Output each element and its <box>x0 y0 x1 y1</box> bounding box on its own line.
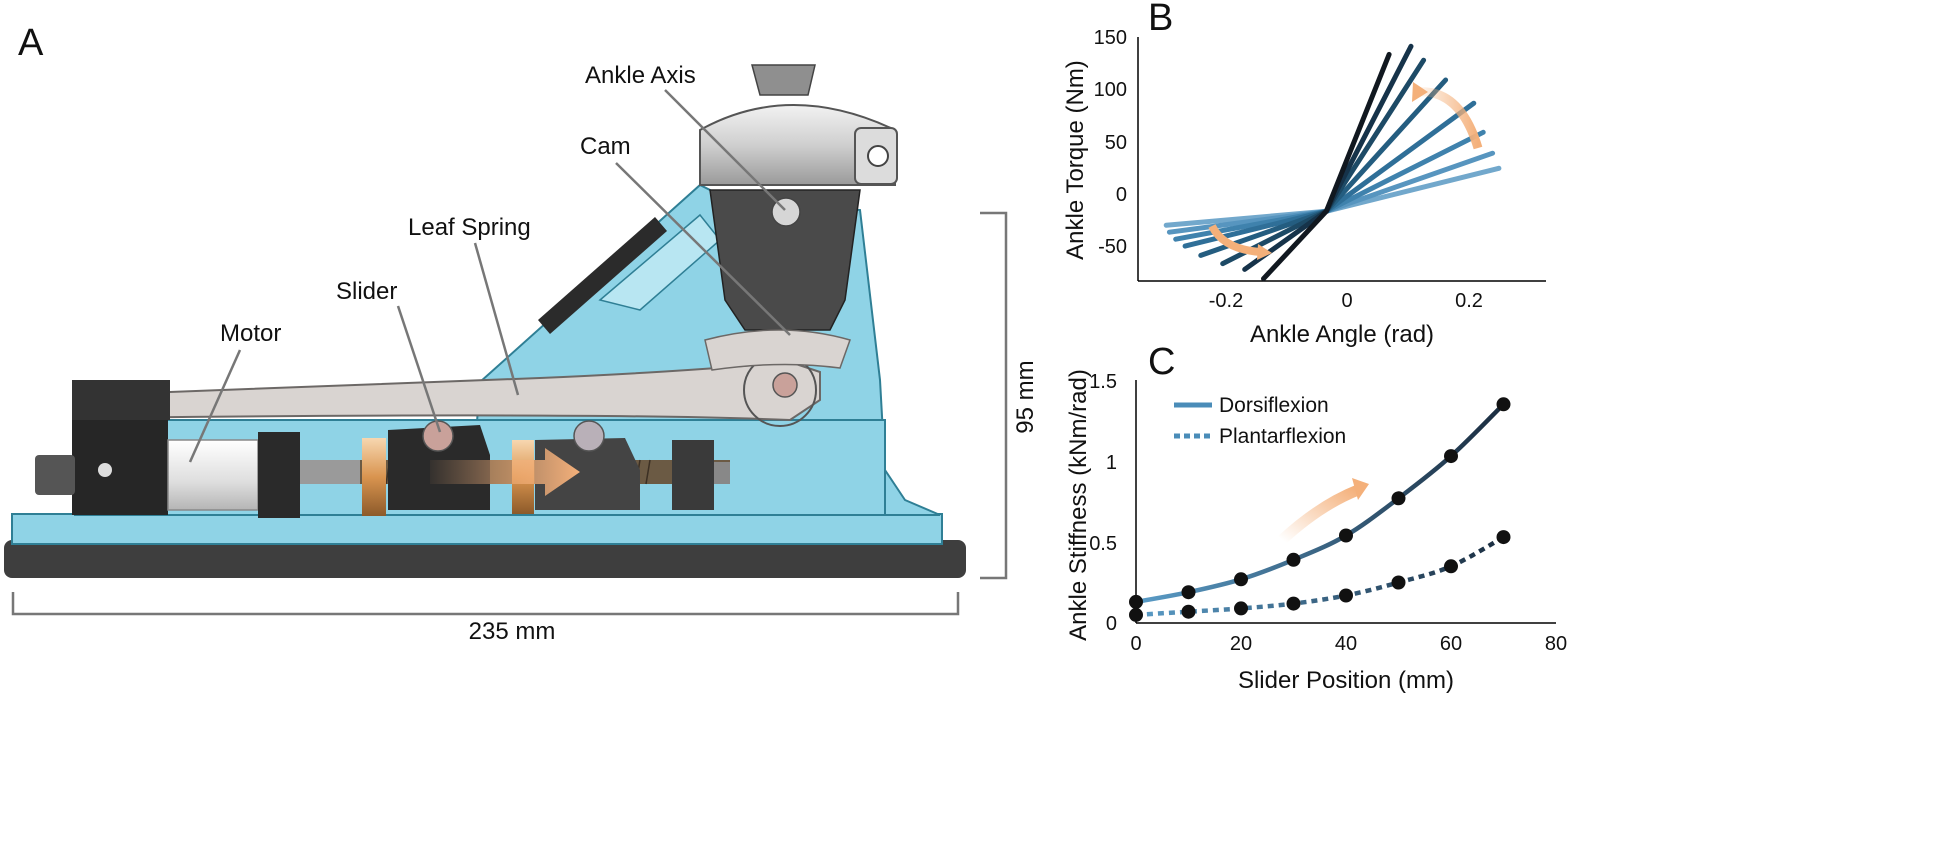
panel-c-ytick: 0 <box>1106 613 1117 635</box>
panel-b-xtick: 0 <box>1341 290 1352 312</box>
panel-b-lower-arc-arrow <box>1208 223 1263 256</box>
cam-leader <box>615 162 791 336</box>
width-dimension-line <box>11 592 960 616</box>
panel-b-chart: 150 100 50 0 -50 -0.2 0 0.2 Ankle Angle … <box>1062 27 1546 348</box>
panel-c-marker-plantarflexion <box>1129 607 1143 622</box>
panel-c-ytick: 0.5 <box>1089 533 1117 555</box>
panel-c-marker-plantarflexion <box>1286 596 1301 611</box>
base-plate <box>4 540 966 578</box>
panel-b-xlabel: Ankle Angle (rad) <box>1250 321 1434 348</box>
panel-c-marker-group <box>1129 397 1511 622</box>
panel-b-xtick: 0.2 <box>1455 290 1483 312</box>
panel-c-marker-dorsiflexion <box>1286 552 1301 567</box>
panel-c-ylabel: Ankle Stiffness (kNm/rad) <box>1065 369 1092 641</box>
motor-leader <box>188 349 242 463</box>
panel-b-series-line <box>1242 43 1414 272</box>
pyramid-adapter <box>751 64 816 96</box>
panel-c-marker-dorsiflexion <box>1496 397 1511 412</box>
panel-b-series-line <box>1261 51 1392 282</box>
panel-b-ytick: 150 <box>1094 27 1127 49</box>
cam-label: Cam <box>580 133 631 160</box>
motor-label: Motor <box>220 320 281 347</box>
panel-a-letter: A <box>18 22 44 64</box>
panel-b-letter: B <box>1148 0 1173 39</box>
panel-c-marker-dorsiflexion <box>1339 528 1353 543</box>
ankle-axis-label: Ankle Axis <box>585 62 696 89</box>
slider-label: Slider <box>336 278 397 305</box>
panel-c-marker-plantarflexion <box>1181 604 1196 619</box>
height-dimension-line <box>980 211 1008 580</box>
panel-c-xtick: 60 <box>1440 633 1462 655</box>
panel-b-xtick: -0.2 <box>1209 290 1243 312</box>
width-dimension-label: 235 mm <box>469 618 556 645</box>
motor-body <box>167 439 259 511</box>
slider-motion-arrow <box>430 448 580 496</box>
panel-c-marker-dorsiflexion <box>1129 594 1143 609</box>
motor-coupler <box>258 432 300 518</box>
ankle-axis-leader <box>664 89 786 211</box>
panel-c-marker-plantarflexion <box>1339 588 1353 603</box>
leaf-spring-label: Leaf Spring <box>408 214 531 241</box>
frame-dark-block <box>538 217 667 334</box>
panel-c-legend: Dorsiflexion Plantarflexion <box>1174 394 1346 448</box>
legend-label-dorsiflexion: Dorsiflexion <box>1219 394 1329 417</box>
panel-b-ytick: 0 <box>1116 184 1127 206</box>
frame-bottom-rail <box>11 513 943 545</box>
panel-c-marker-dorsiflexion <box>1234 572 1248 587</box>
panel-b-series-group <box>1163 43 1502 282</box>
panel-c-xtick: 40 <box>1335 633 1357 655</box>
panel-c-xtick: 0 <box>1130 633 1141 655</box>
motor-mount-block <box>72 420 168 515</box>
panel-c-marker-plantarflexion <box>1444 559 1458 574</box>
slider-roller <box>422 420 454 452</box>
leaf-spring-leader <box>473 242 520 396</box>
panel-c-ytick: 1 <box>1106 452 1117 474</box>
height-dimension-label: 95 mm <box>1012 360 1039 433</box>
panel-c-marker-dorsiflexion <box>1391 491 1406 506</box>
panel-c-chart: Dorsiflexion Plantarflexion 1.5 1 0.5 0 … <box>1065 369 1567 694</box>
panel-c-trend-arrow <box>1278 484 1361 545</box>
panel-b-ytick: -50 <box>1098 236 1127 258</box>
screw-end-support <box>672 440 714 510</box>
leaf-spring <box>89 360 821 422</box>
legend-label-plantarflexion: Plantarflexion <box>1219 425 1346 448</box>
panel-b-ytick: 100 <box>1094 79 1127 101</box>
panel-c-xtick: 80 <box>1545 633 1567 655</box>
cam <box>709 189 861 331</box>
panel-c-marker-plantarflexion <box>1496 530 1511 545</box>
panel-c-marker-dorsiflexion <box>1181 585 1196 600</box>
panel-b-ylabel: Ankle Torque (Nm) <box>1062 60 1089 260</box>
panel-c-xtick: 20 <box>1230 633 1252 655</box>
panel-c-ytick: 1.5 <box>1089 371 1117 393</box>
panel-c-letter: C <box>1148 341 1175 383</box>
panel-c-marker-plantarflexion <box>1391 575 1406 590</box>
panel-c-xlabel: Slider Position (mm) <box>1238 667 1454 694</box>
panel-c-marker-plantarflexion <box>1234 601 1248 616</box>
slider-leader <box>396 305 442 433</box>
panel-c-marker-dorsiflexion <box>1444 449 1458 464</box>
mechanism-illustration <box>4 64 966 578</box>
panel-b-ytick: 50 <box>1105 132 1127 154</box>
